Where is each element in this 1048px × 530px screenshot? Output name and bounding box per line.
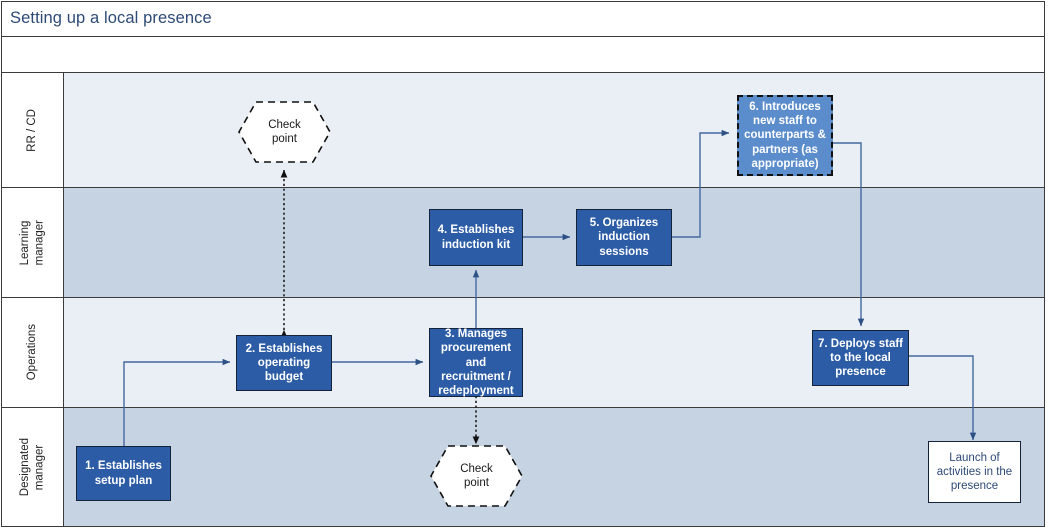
lane-header-rr-cd: RR / CD [1,73,64,187]
lane-label-designated-manager: Designated manager [18,438,45,497]
node-6-label: 6. Introduces new staff to counterparts … [744,101,826,170]
lane-header-learning-manager: Learning manager [1,188,64,297]
lane-body-learning-manager [64,188,1045,297]
lane-label-learning-manager: Learning manager [18,219,45,266]
node-launch-of-activities[interactable]: Launch of activities in the presence [928,441,1021,503]
lane-learning-manager: Learning manager [1,188,1045,298]
node-6-introduces-new-staff[interactable]: 6. Introduces new staff to counterparts … [737,95,833,176]
node-2-label: 2. Establishes operating budget [245,342,323,383]
node-4-establishes-induction-kit[interactable]: 4. Establishes induction kit [429,209,523,266]
lane-body-designated-manager [64,408,1045,527]
lane-label-rr-cd: RR / CD [25,108,38,152]
node-4-label: 4. Establishes induction kit [437,224,515,251]
node-7-label: 7. Deploys staff to the local presence [818,337,903,378]
node-3-manages-procurement[interactable]: 3. Manages procurement and recruitment /… [429,328,523,397]
diagram-title-bar: Setting up a local presence [1,1,1045,37]
lane-label-operations: Operations [25,324,38,381]
node-check-point-bottom-label: Check point [460,462,493,489]
lane-rr-cd: RR / CD [1,73,1045,188]
diagram-subheader-strip [1,37,1045,73]
node-1-label: 1. Establishes setup plan [85,460,162,487]
lane-header-operations: Operations [1,298,64,407]
node-1-establishes-setup-plan[interactable]: 1. Establishes setup plan [76,446,171,501]
page-title: Setting up a local presence [10,9,212,27]
node-5-organizes-induction-sessions[interactable]: 5. Organizes induction sessions [576,209,672,266]
node-check-point-bottom[interactable]: Check point [429,444,524,508]
lane-body-rr-cd [64,73,1045,187]
hexagon-shape-bottom [430,445,523,507]
node-launch-label: Launch of activities in the presence [936,451,1013,492]
node-3-label: 3. Manages procurement and recruitment /… [438,328,514,397]
node-check-point-top-label: Check point [268,118,301,145]
hexagon-shape-top [238,101,331,163]
lane-header-designated-manager: Designated manager [1,408,64,527]
node-5-label: 5. Organizes induction sessions [589,217,659,258]
node-check-point-top[interactable]: Check point [237,100,332,164]
node-7-deploys-staff[interactable]: 7. Deploys staff to the local presence [812,330,909,386]
node-2-establishes-operating-budget[interactable]: 2. Establishes operating budget [236,335,332,391]
